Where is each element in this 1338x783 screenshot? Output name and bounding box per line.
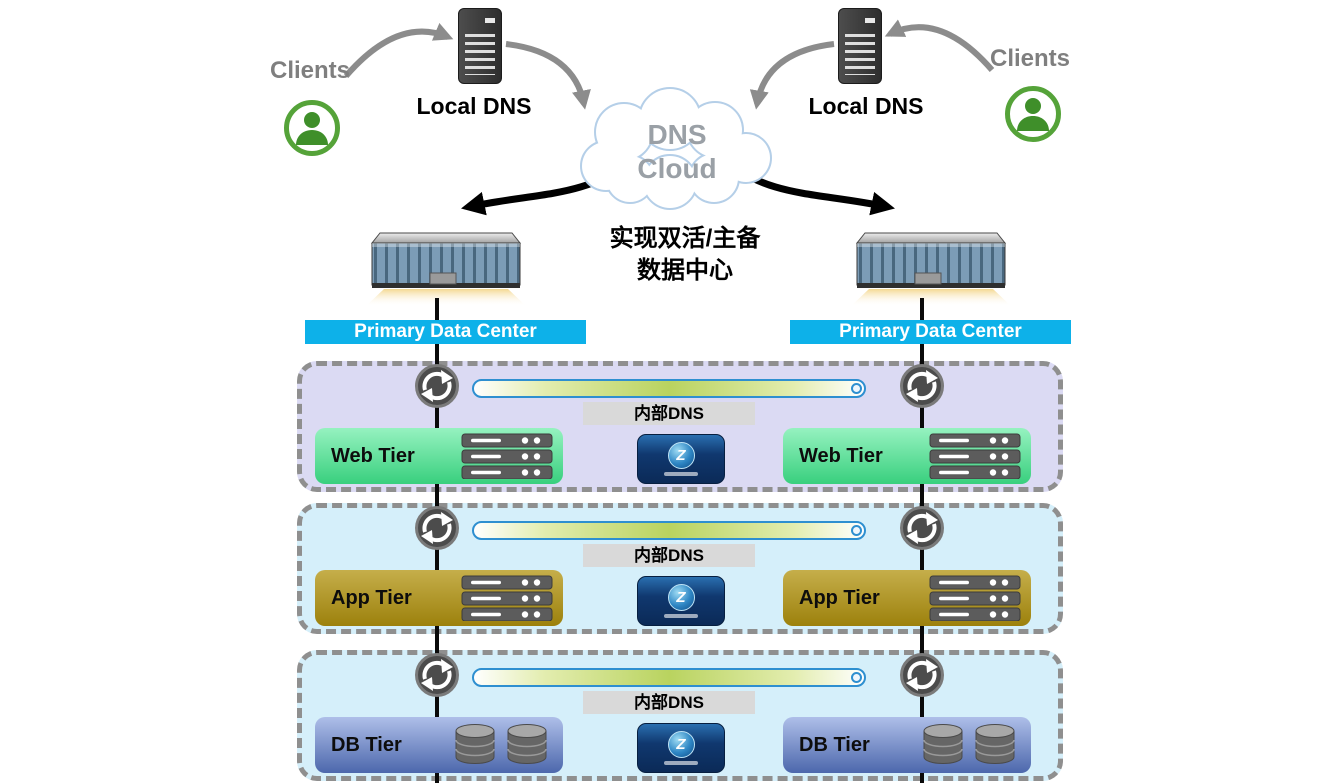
arrow-right-client-to-dns xyxy=(884,19,995,72)
database-icon xyxy=(923,724,1015,764)
server-rack-icon xyxy=(929,433,1021,479)
datacenter-building-right xyxy=(851,232,1011,306)
caption: 实现双活/主备 数据中心 xyxy=(560,223,810,287)
web-tier-box-left: Web Tier xyxy=(315,428,563,484)
clients-label-left: Clients xyxy=(270,57,351,84)
app-tier-box-right: App Tier xyxy=(783,570,1031,626)
link-endpoint-icon xyxy=(851,672,862,683)
z-logo: Z xyxy=(667,442,695,469)
web-tier-box-right: Web Tier xyxy=(783,428,1031,484)
sync-icon xyxy=(415,506,459,550)
z-logo: Z xyxy=(667,584,695,611)
datacenter-building-left xyxy=(366,232,526,306)
tier-row-web: 内部DNS Web Tier Z Web Tier xyxy=(297,361,1063,492)
server-rack-icon xyxy=(929,575,1021,621)
local-dns-label-left: Local DNS xyxy=(416,93,532,119)
sync-icon xyxy=(415,364,459,408)
sync-icon xyxy=(900,364,944,408)
primary-dc-banner-right: Primary Data Center xyxy=(790,320,1071,344)
tier-label: DB Tier xyxy=(331,733,402,756)
dns-cloud: DNS Cloud xyxy=(580,87,772,210)
tier-row-app: 内部DNS App Tier Z App Tier xyxy=(297,503,1063,634)
internal-dns-label: 内部DNS xyxy=(583,544,755,567)
arrow-left-client-to-dns xyxy=(343,22,454,78)
z-logo: Z xyxy=(667,731,695,758)
server-vents xyxy=(465,34,495,75)
tier-label: DB Tier xyxy=(799,733,870,756)
primary-dc-banner-left: Primary Data Center xyxy=(305,320,586,344)
client-person-icon-right xyxy=(1005,86,1061,142)
zdns-appliance: Z xyxy=(637,434,725,484)
local-dns-server-icon-left xyxy=(458,8,502,84)
server-rack-icon xyxy=(461,433,553,479)
sync-icon xyxy=(900,506,944,550)
cloud-label-line2: Cloud xyxy=(637,153,716,184)
server-vents xyxy=(845,34,875,75)
internal-dns-label: 内部DNS xyxy=(583,691,755,714)
replication-link-bar xyxy=(472,668,866,687)
app-tier-box-left: App Tier xyxy=(315,570,563,626)
tier-row-db: 内部DNS DB Tier Z xyxy=(297,650,1063,781)
tier-label: Web Tier xyxy=(331,444,415,467)
database-icon xyxy=(455,724,547,764)
zdns-appliance: Z xyxy=(637,576,725,626)
cloud-label-line1: DNS xyxy=(647,119,706,150)
link-endpoint-icon xyxy=(851,383,862,394)
server-slot xyxy=(865,18,875,23)
db-tier-box-left: DB Tier xyxy=(315,717,563,773)
caption-line2: 数据中心 xyxy=(637,257,733,284)
appliance-brand-text xyxy=(664,761,698,765)
server-slot xyxy=(485,18,495,23)
link-endpoint-icon xyxy=(851,525,862,536)
internal-dns-label: 内部DNS xyxy=(583,402,755,425)
local-dns-label-right: Local DNS xyxy=(808,93,924,119)
tier-label: App Tier xyxy=(799,586,880,609)
appliance-brand-text xyxy=(664,614,698,618)
local-dns-server-icon-right xyxy=(838,8,882,84)
zdns-appliance: Z xyxy=(637,723,725,773)
appliance-brand-text xyxy=(664,472,698,476)
client-person-icon-left xyxy=(284,100,340,156)
clients-label-right: Clients xyxy=(990,45,1071,72)
replication-link-bar xyxy=(472,521,866,540)
sync-icon xyxy=(415,653,459,697)
caption-line1: 实现双活/主备 xyxy=(609,225,761,252)
sync-icon xyxy=(900,653,944,697)
tier-label: App Tier xyxy=(331,586,412,609)
replication-link-bar xyxy=(472,379,866,398)
arrow-right-dns-to-cloud xyxy=(749,41,835,110)
arrow-left-dns-to-cloud xyxy=(505,41,591,110)
tier-label: Web Tier xyxy=(799,444,883,467)
db-tier-box-right: DB Tier xyxy=(783,717,1031,773)
server-rack-icon xyxy=(461,575,553,621)
